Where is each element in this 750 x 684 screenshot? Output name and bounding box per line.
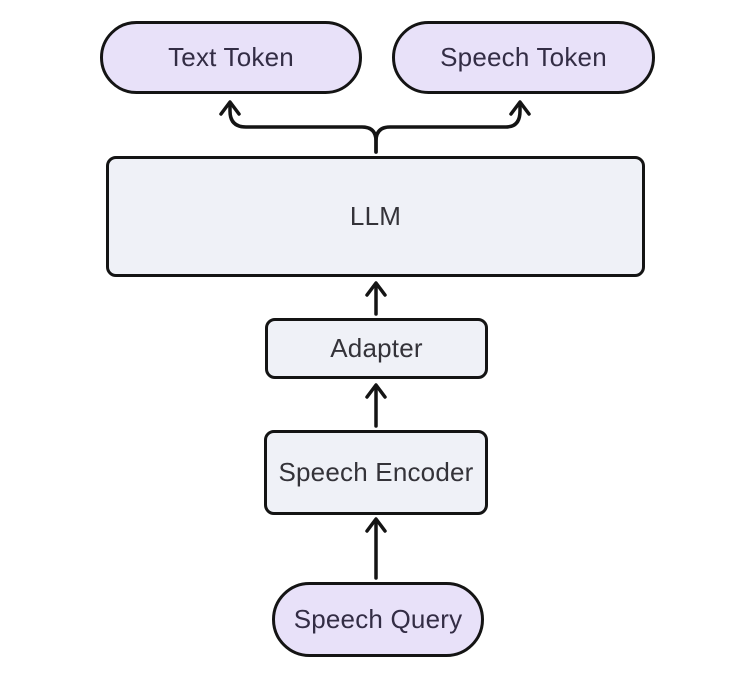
node-llm-label: LLM <box>349 201 402 231</box>
arrow-llm-to-text-token <box>219 100 378 154</box>
arrow-speech-query-to-speech-encoder <box>365 517 387 580</box>
node-text-token: Text Token <box>100 21 362 94</box>
node-llm: LLM <box>106 156 645 277</box>
node-speech-encoder-label: Speech Encoder <box>278 457 474 487</box>
node-adapter: Adapter <box>265 318 488 379</box>
node-text-token-label: Text Token <box>168 42 294 72</box>
node-speech-encoder: Speech Encoder <box>264 430 488 515</box>
node-speech-query: Speech Query <box>272 582 484 657</box>
arrow-speech-encoder-to-adapter <box>365 383 387 428</box>
node-speech-token-label: Speech Token <box>440 42 607 72</box>
arrow-adapter-to-llm <box>365 281 387 316</box>
node-speech-token: Speech Token <box>392 21 655 94</box>
node-speech-query-label: Speech Query <box>293 604 463 634</box>
node-adapter-label: Adapter <box>330 333 423 363</box>
arrow-llm-to-speech-token <box>374 100 531 154</box>
